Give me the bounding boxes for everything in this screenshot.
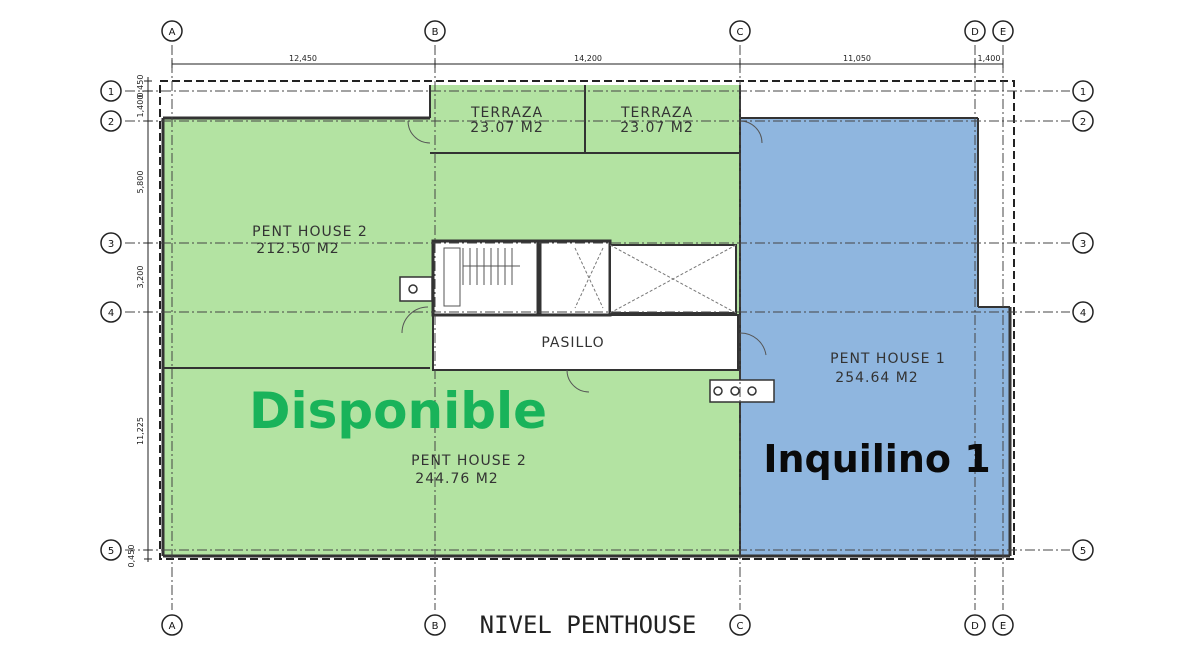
grid-label-4-right: 4 [1080,308,1086,319]
dimension-lines [144,60,1004,562]
terrace-2-area: 23.07 M2 [620,120,694,136]
grid-label-e-top: E [1000,27,1006,38]
row-dimension-labels: 0,450 1,400 5,800 3,200 11,225 0,450 [127,75,145,568]
grid-label-d-bottom: D [971,621,979,632]
walls [161,85,1012,558]
dim-col-ab: 12,450 [289,54,317,63]
corridor-area [432,314,739,371]
ph1-name: PENT HOUSE 1 [830,351,946,367]
grid-label-2-left: 2 [108,117,114,128]
grid-label-1-right: 1 [1080,87,1086,98]
dim-row-b: 1,400 [136,95,145,118]
grid-label-2-right: 2 [1080,117,1086,128]
grid-label-5-right: 5 [1080,546,1086,557]
dim-row-a: 0,450 [136,75,145,98]
grid-label-c-top: C [737,27,744,38]
dim-row-f: 0,450 [127,545,136,568]
stair-treads [443,247,520,307]
terrace-1-area: 23.07 M2 [470,120,544,136]
bathroom-fixtures [399,276,775,403]
dim-row-c: 5,800 [136,171,145,194]
grid-label-a-top: A [169,27,176,38]
tenant-status-label: Inquilino 1 [763,437,990,481]
grid-label-e-bottom: E [1000,621,1006,632]
dim-row-e: 11,225 [136,417,145,445]
grid-label-a-bottom: A [169,621,176,632]
grid-bubbles-top [161,20,1014,42]
grid-bubbles-left [100,80,122,561]
stairs [431,239,540,317]
elevator-cross [574,244,737,314]
service-room [538,239,612,317]
ph2-upper-area: 212.50 M2 [256,241,339,257]
grid-lines [125,45,1070,610]
grid-label-4-left: 4 [108,308,114,319]
corridor-name: PASILLO [541,335,604,351]
terrace-2-name: TERRAZA [620,105,693,121]
terrace-1-name: TERRAZA [470,105,543,121]
room-labels: TERRAZA 23.07 M2 TERRAZA 23.07 M2 PENT H… [252,105,946,487]
grid-label-c-bottom: C [737,621,744,632]
grid-label-b-bottom: B [432,621,439,632]
tenant-zone[interactable] [740,118,1010,556]
level-title: NIVEL PENTHOUSE [480,611,697,639]
grid-bubbles-bottom [161,614,1014,636]
dim-col-bc: 14,200 [574,54,602,63]
grid-label-b-top: B [432,27,439,38]
ph2-upper-name: PENT HOUSE 2 [252,224,368,240]
grid-label-d-top: D [971,27,979,38]
column-dimension-labels: 12,450 14,200 11,050 1,400 [289,54,1000,63]
ph2-lower-area: 244.76 M2 [415,471,498,487]
ph1-area: 254.64 M2 [835,370,918,386]
grid-label-5-left: 5 [108,546,114,557]
grid-bubbles-right [1072,80,1094,561]
grid-label-3-right: 3 [1080,239,1086,250]
grid-label-3-left: 3 [108,239,114,250]
ph2-lower-name: PENT HOUSE 2 [411,453,527,469]
grid-labels: A B C D E A B C D E 1 2 3 4 5 1 2 3 4 5 [108,27,1086,632]
core [431,239,739,371]
grid-label-1-left: 1 [108,87,114,98]
dim-row-d: 3,200 [136,266,145,289]
dim-col-de: 1,400 [978,54,1001,63]
building-outline [159,80,1015,560]
dim-col-cd: 11,050 [843,54,871,63]
available-status-label: Disponible [249,382,547,440]
